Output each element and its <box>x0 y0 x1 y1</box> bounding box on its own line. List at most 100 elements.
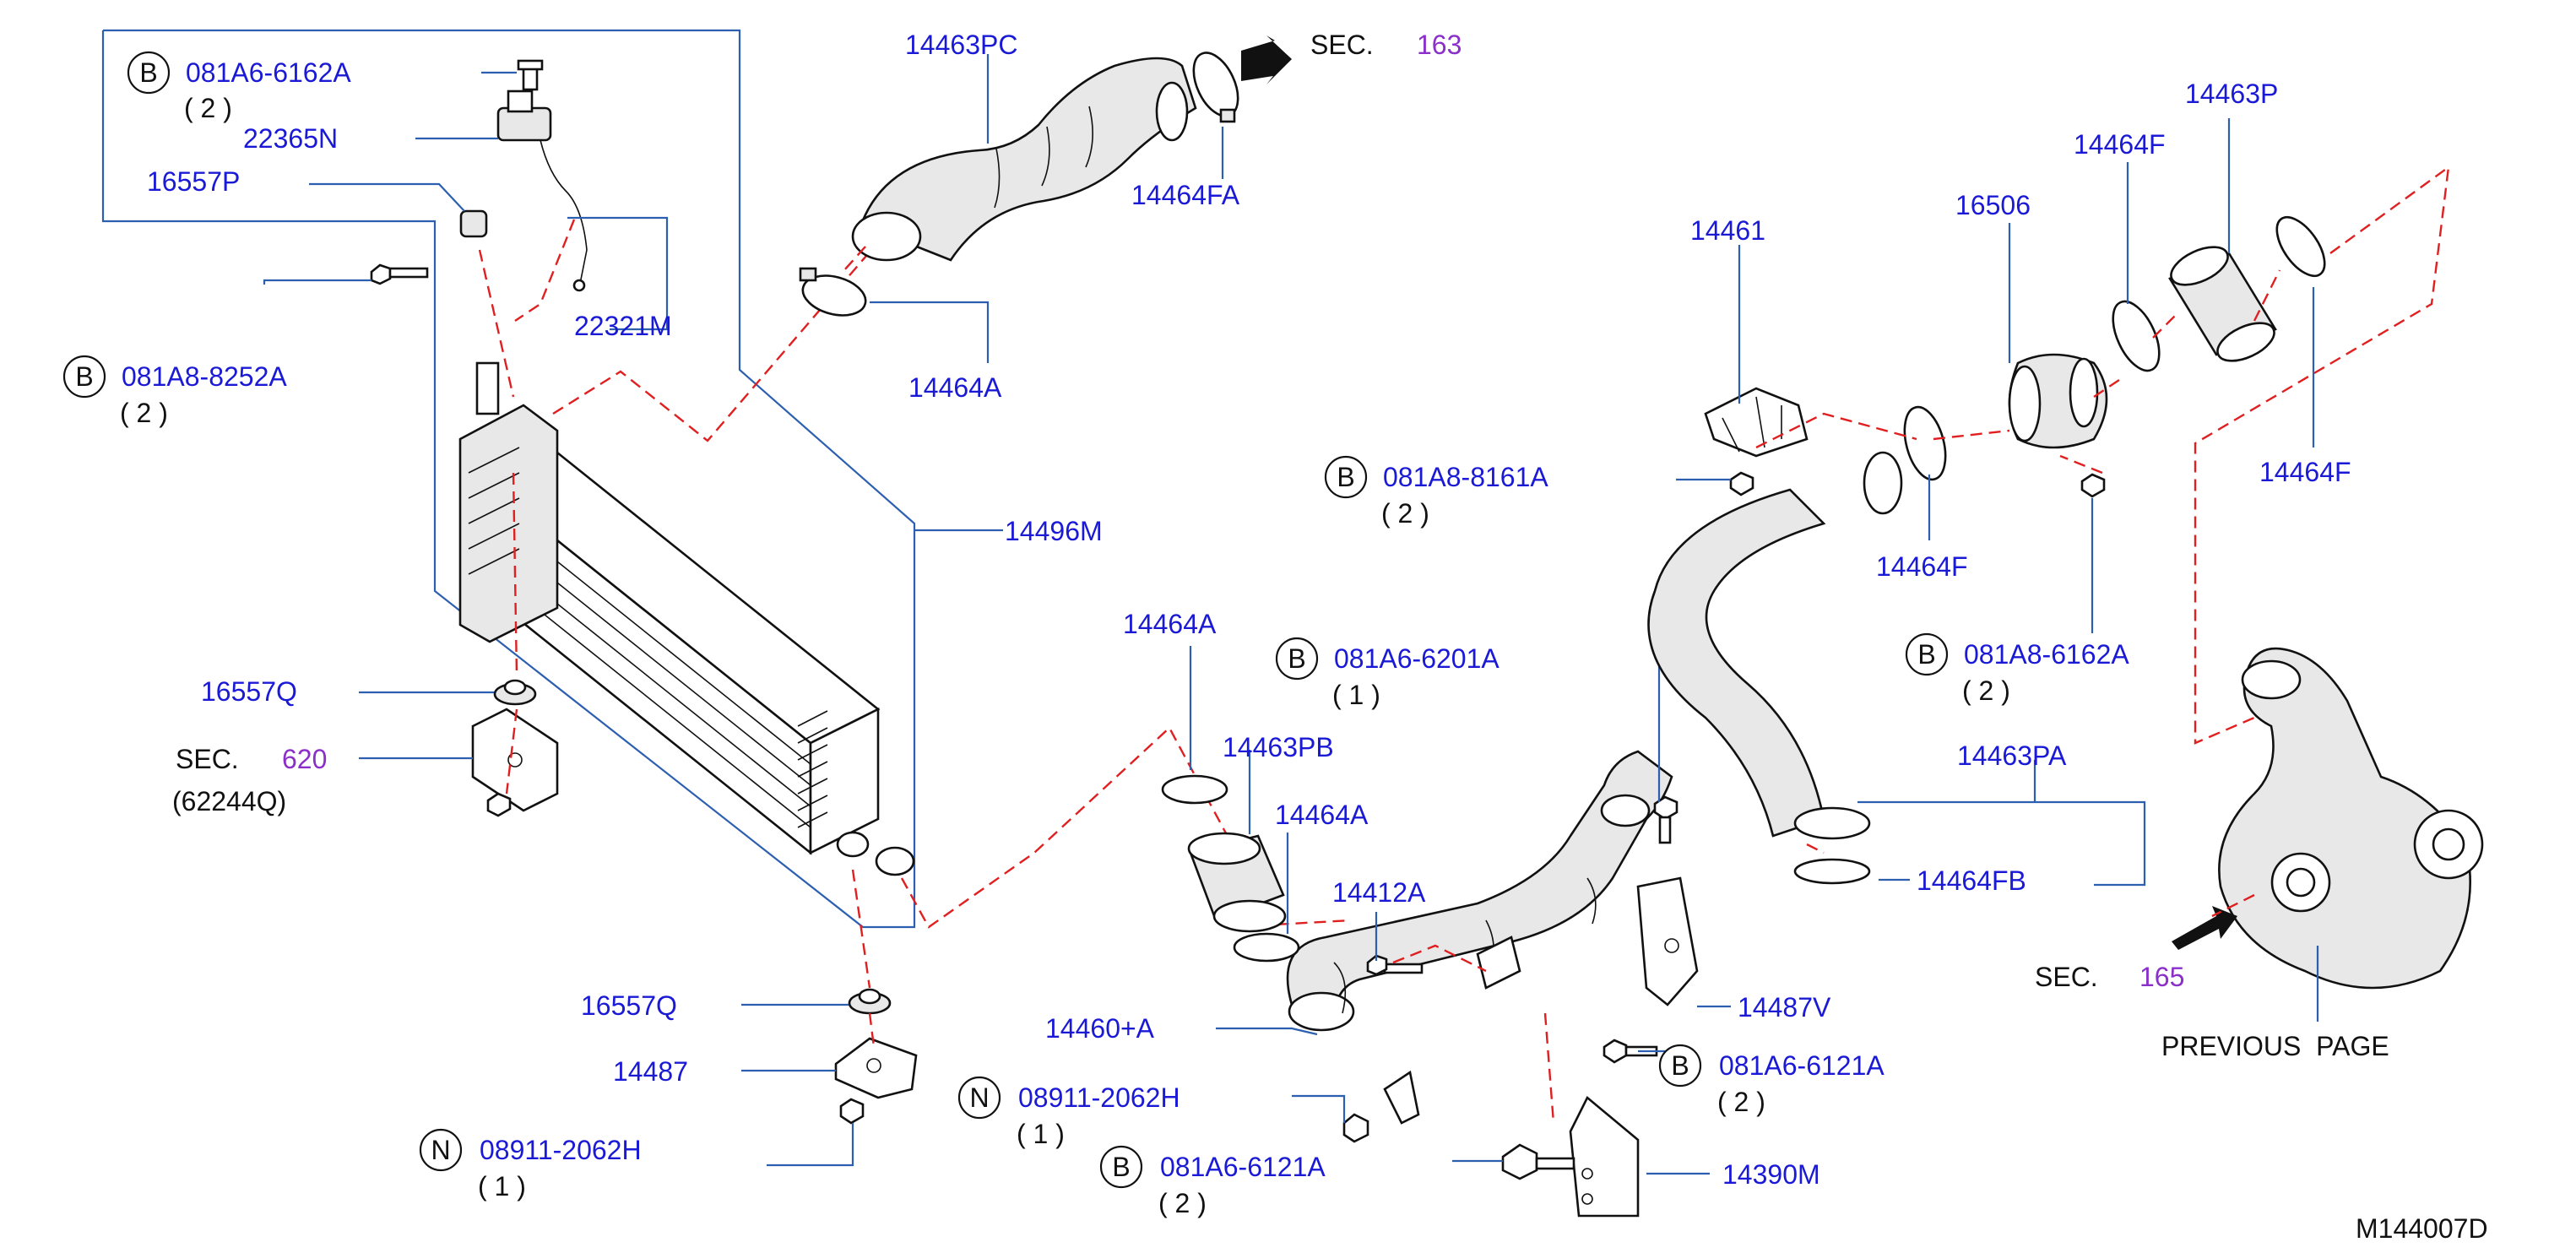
qty-081a8-6162a: ( 2 ) <box>1962 675 2010 706</box>
marker-b-081a8-8252a: B <box>62 355 106 399</box>
bolt-081a6-6121a-bottom <box>1501 1143 1575 1180</box>
qty-081a8-8252a: ( 2 ) <box>120 398 168 428</box>
svg-text:B: B <box>1288 643 1305 674</box>
label-081a8-8161a: 081A8-8161A <box>1383 462 1548 492</box>
marker-b-081a6-6201a: B <box>1275 637 1319 681</box>
hose-14463pc <box>851 57 1197 262</box>
label-14496m: 14496M <box>1005 516 1103 546</box>
label-14463p: 14463P <box>2185 79 2278 109</box>
svg-text:B: B <box>1671 1050 1689 1081</box>
label-081a6-6201a: 081A6-6201A <box>1334 643 1500 674</box>
nut-mid <box>1342 1070 1420 1143</box>
label-sec-163: SEC. <box>1310 30 1374 60</box>
marker-b-081a8-6162a: B <box>1905 632 1949 676</box>
label-14464a-mid: 14464A <box>1123 609 1217 639</box>
grommet-16557p <box>459 209 488 238</box>
bolt-081a6-6201a <box>1653 795 1678 844</box>
bracket-14487 <box>834 1037 918 1099</box>
label-081a8-8252a: 081A8-8252A <box>122 361 287 392</box>
bolt-top <box>517 59 544 91</box>
clamp-14464fa <box>1192 52 1239 123</box>
sensor-22365n <box>496 90 588 292</box>
diagram-code: M144007D <box>2356 1213 2488 1244</box>
clamp-14464f-top <box>2112 300 2161 372</box>
label-previous-page: PREVIOUS PAGE <box>2161 1031 2389 1061</box>
clamp-14464fb <box>1793 858 1871 885</box>
label-22321m: 22321M <box>574 311 672 341</box>
label-14390m: 14390M <box>1722 1159 1820 1190</box>
hose-14463pb <box>1187 832 1287 933</box>
label-14412a: 14412A <box>1332 877 1426 908</box>
label-sec-165: SEC. <box>2035 962 2098 992</box>
marker-b-081a6-6121a-right: B <box>1658 1044 1702 1088</box>
label-14463pb: 14463PB <box>1223 732 1334 762</box>
label-14487v: 14487V <box>1738 992 1831 1022</box>
clamp-14464f-mid <box>1903 405 1947 481</box>
qty-081a8-8161a: ( 2 ) <box>1381 498 1429 529</box>
intercooler-core <box>458 361 915 876</box>
label-14464fa: 14464FA <box>1131 180 1240 210</box>
bracket-62244q <box>471 708 559 817</box>
qty-081a6-6121a-right: ( 2 ) <box>1717 1087 1765 1117</box>
air-flow-sensor-16506 <box>2008 353 2108 449</box>
svg-text:N: N <box>969 1082 989 1113</box>
label-16557q-lower: 16557Q <box>581 990 677 1021</box>
label-14464fb: 14464FB <box>1917 865 2026 896</box>
hose-14463pa <box>1647 451 1903 840</box>
label-14464f-right: 14464F <box>2259 457 2351 487</box>
bolt-081a8-8252a <box>370 263 429 285</box>
label-16557p: 16557P <box>147 166 240 197</box>
bracket-14487v <box>1636 876 1699 1006</box>
marker-b-081a6-6121a-bottom: B <box>1099 1145 1143 1189</box>
svg-text:B: B <box>75 361 93 392</box>
grommet-16557q-upper <box>493 679 537 706</box>
svg-text:B: B <box>1337 462 1354 492</box>
label-sec-165-num: 165 <box>2139 962 2184 992</box>
label-081a6-6121a-right: 081A6-6121A <box>1719 1050 1885 1081</box>
label-14463pc: 14463PC <box>905 30 1017 60</box>
bracket-14412a <box>1366 936 1521 990</box>
label-sec-620-num: 620 <box>282 744 327 774</box>
label-08911-left: 08911-2062H <box>480 1135 642 1165</box>
label-22365n: 22365N <box>243 123 338 154</box>
label-14460a: 14460+A <box>1045 1013 1155 1044</box>
label-14461: 14461 <box>1690 215 1765 246</box>
label-16506: 16506 <box>1955 190 2031 220</box>
label-081a6-6162a-top: 081A6-6162A <box>186 57 351 88</box>
label-14464f-mid: 14464F <box>1876 551 1968 582</box>
marker-b-081a6-6162a-top: B <box>127 51 171 95</box>
clamp-14464a-top <box>799 267 867 317</box>
label-14464a-top: 14464A <box>908 372 1002 403</box>
qty-08911-mid: ( 1 ) <box>1017 1119 1065 1149</box>
clamp-14464f-right <box>2275 215 2326 278</box>
label-14464a-mid2: 14464A <box>1275 800 1369 830</box>
arrow-sec-163 <box>1241 35 1292 84</box>
clamp-14464a-mid <box>1161 774 1300 963</box>
turbocharger <box>2218 647 2484 990</box>
grommet-16557q-lower <box>848 988 892 1015</box>
bolt-081a8-8161a <box>1729 471 1754 496</box>
label-62244q: (62244Q) <box>172 786 286 816</box>
bolt-081a8-6162a <box>2080 473 2106 498</box>
label-sec-620: SEC. <box>176 744 239 774</box>
intercooler-group <box>101 29 1352 1167</box>
marker-n-08911-mid: N <box>957 1076 1001 1120</box>
label-sec-163-num: 163 <box>1417 30 1462 60</box>
qty-081a6-6201a: ( 1 ) <box>1332 680 1380 710</box>
qty-08911-left: ( 1 ) <box>478 1171 526 1201</box>
label-14463pa: 14463PA <box>1957 740 2067 771</box>
qty-081a6-6121a-bottom: ( 2 ) <box>1158 1188 1207 1218</box>
hose-14463p <box>2168 246 2277 362</box>
label-08911-mid: 08911-2062H <box>1018 1082 1180 1113</box>
label-14487: 14487 <box>613 1056 688 1087</box>
qty-081a6-6162a-top: ( 2 ) <box>184 93 232 123</box>
svg-text:B: B <box>1917 639 1935 670</box>
marker-n-08911-left: N <box>419 1128 463 1172</box>
bracket-14390m <box>1569 1095 1640 1218</box>
label-081a8-6162a: 081A8-6162A <box>1964 639 2129 670</box>
nut-left <box>839 1098 865 1125</box>
sensor-14461 <box>1704 387 1809 458</box>
svg-text:B: B <box>1112 1152 1130 1182</box>
svg-text:B: B <box>139 57 157 88</box>
label-16557q-upper: 16557Q <box>201 676 297 707</box>
